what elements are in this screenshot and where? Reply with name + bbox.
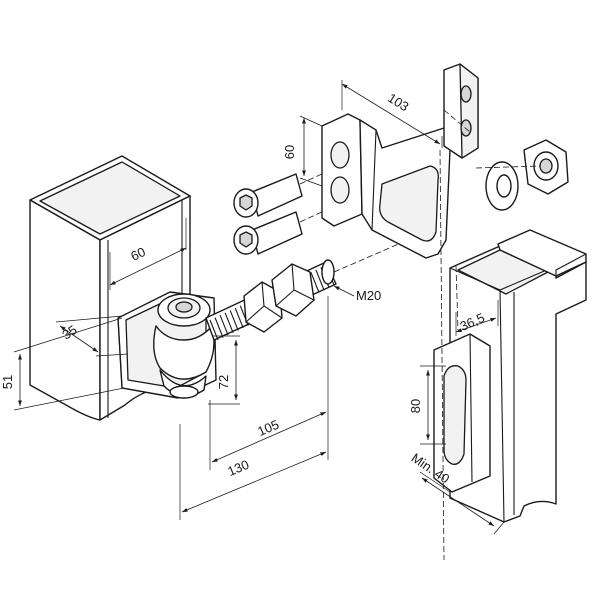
label-m20: M20 [356,288,381,303]
label-60-bracket: 60 [282,145,297,159]
thread-ridge [310,271,320,293]
thread-ridge [219,315,229,336]
thread-ridge [229,310,239,331]
vertical-axis-2 [455,265,459,331]
label-105: 105 [255,417,281,439]
label-103: 103 [385,90,411,114]
plate-axis [443,109,471,133]
thread-ridge [224,312,234,334]
hex-nuts [243,263,315,333]
washer [485,161,519,211]
dimension-51: 51 [0,317,125,411]
label-60: 60 [128,244,148,264]
thread-ridge [214,317,224,338]
hex-nut-right [523,139,569,195]
dimension-72: 72 [208,335,240,405]
back-plate [443,63,479,159]
label-72: 72 [216,375,231,389]
label-35: 35 [59,322,79,343]
dimension-130: 130 [179,420,329,520]
label-51: 51 [0,375,15,389]
dimension-35: 35 [55,315,129,357]
screw-axis-bottom [299,211,323,223]
nut-axis [475,165,541,169]
socket-screw-bottom [233,211,303,255]
dimension-60-bracket: 60 [282,115,323,187]
thread-ridge [234,307,244,329]
thread-ridge [209,319,219,341]
label-80: 80 [408,399,423,413]
slotted-plate [433,333,491,493]
rod-axis [333,225,441,273]
dimension-60-post: 60 [109,218,187,290]
dimension-80: 80 [408,365,446,445]
thread-ridge [315,269,325,290]
screw-axis-top [299,173,323,185]
label-130: 130 [225,457,251,479]
vertical-axis-1 [439,149,445,561]
angle-bracket [321,113,451,259]
thread-callout: M20 [333,285,381,303]
thread-tip [321,259,335,285]
ball-joint [153,293,215,399]
socket-screw-top [233,173,303,218]
